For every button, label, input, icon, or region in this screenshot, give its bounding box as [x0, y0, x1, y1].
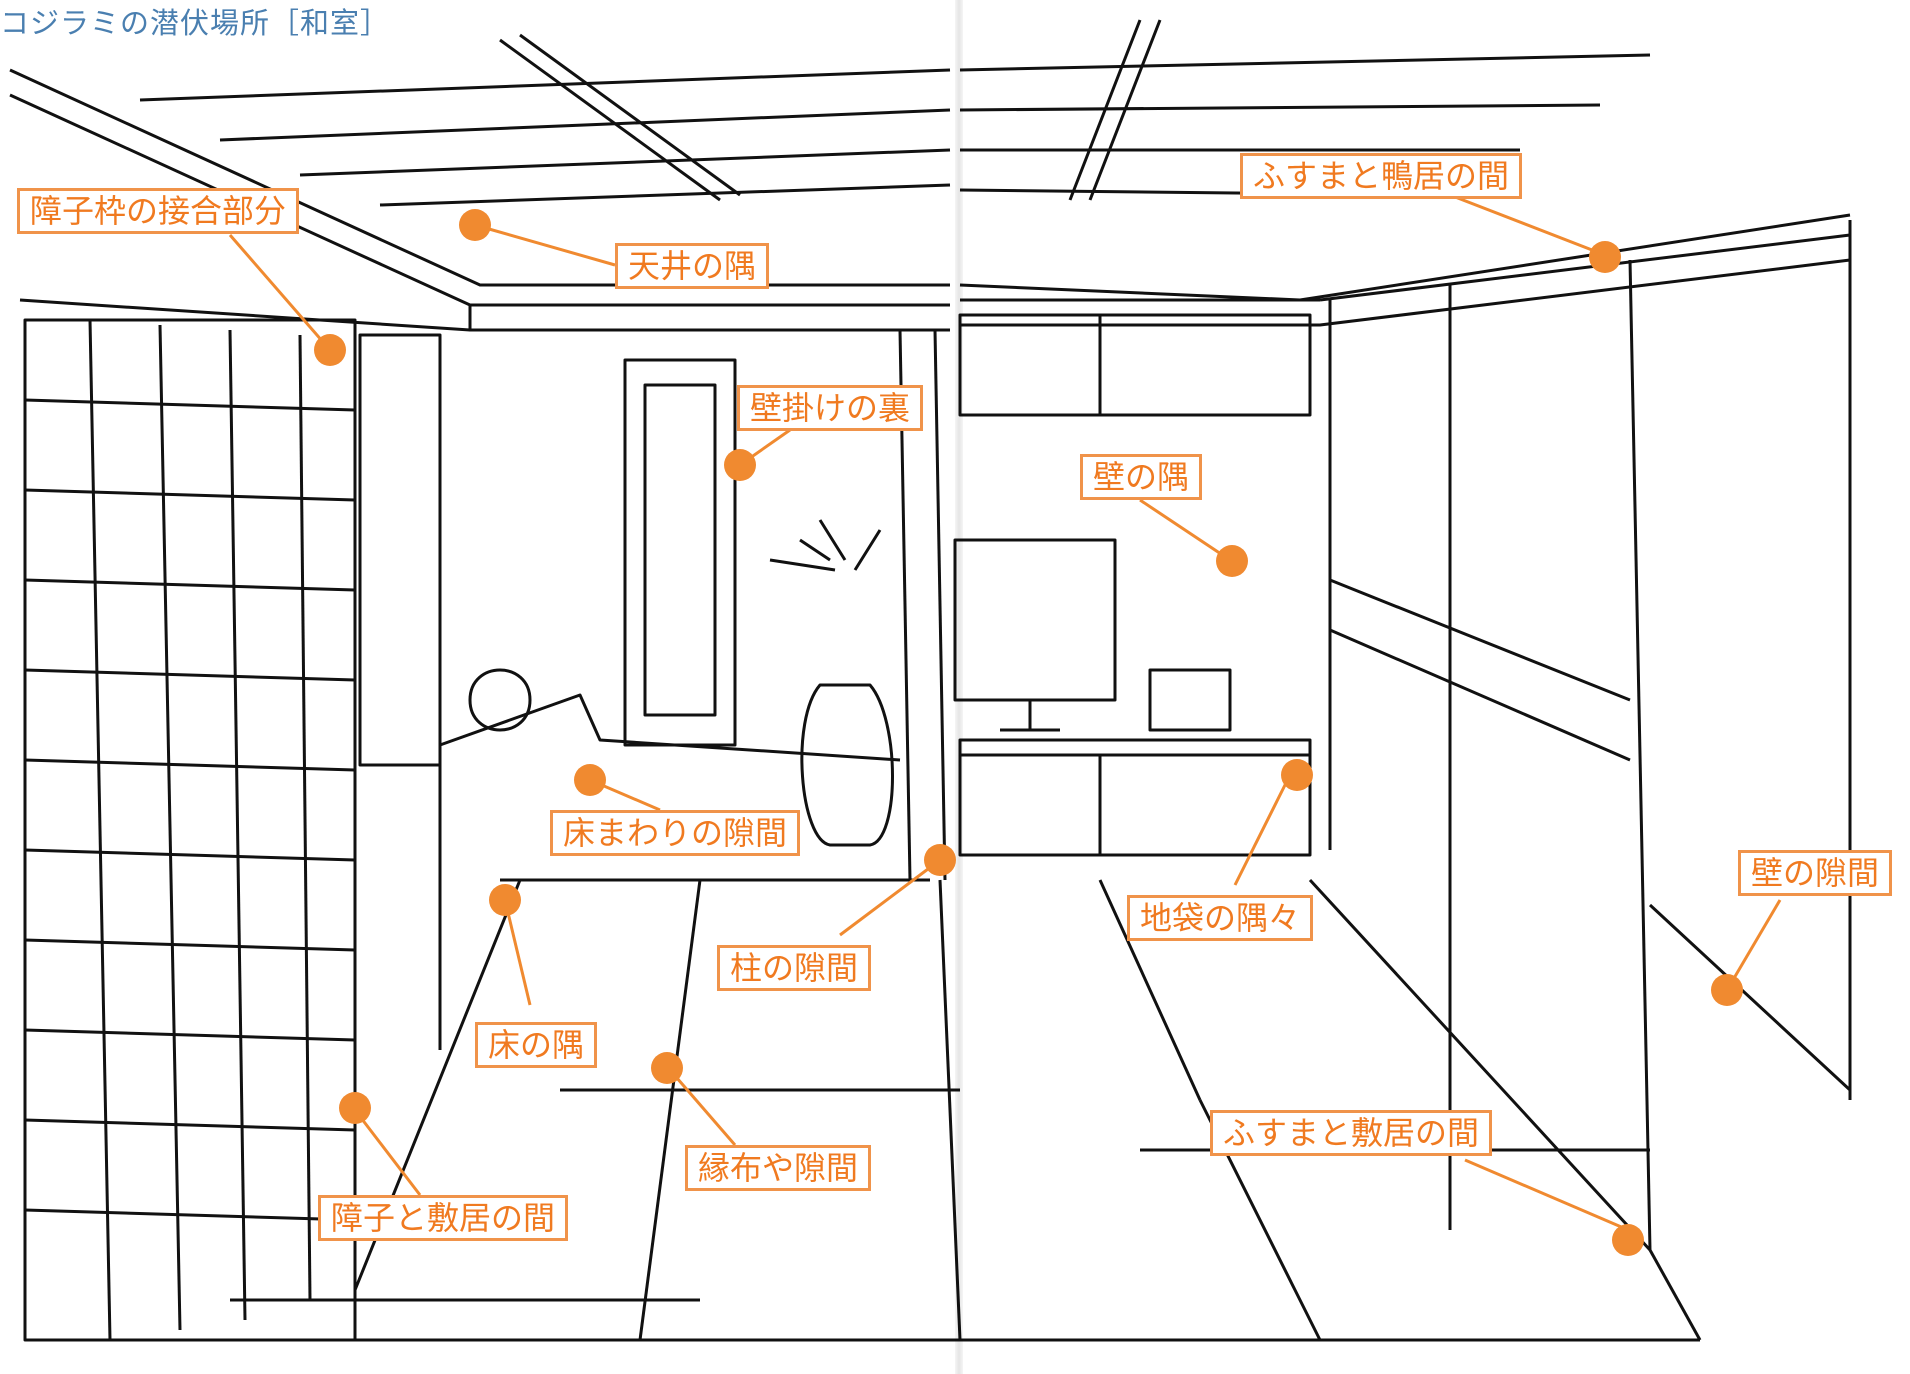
diagram-title: コジラミの潜伏場所［和室］ — [0, 6, 391, 40]
marker-shoji-joint — [314, 334, 346, 366]
marker-behind-hanging — [724, 449, 756, 481]
label-jibukuro-corners: 地袋の隅々 — [1127, 895, 1314, 941]
label-floor-corner: 床の隅 — [475, 1022, 598, 1068]
marker-pillar-gap — [924, 844, 956, 876]
marker-floor-corner — [489, 884, 521, 916]
marker-wall-gap — [1711, 974, 1743, 1006]
label-shoji-shikii: 障子と敷居の間 — [318, 1195, 569, 1241]
marker-tatami-border-gap — [651, 1052, 683, 1084]
marker-ceiling-corner — [459, 209, 491, 241]
label-behind-hanging: 壁掛けの裏 — [737, 385, 924, 431]
marker-fusuma-shikii — [1612, 1224, 1644, 1256]
label-shoji-joint: 障子枠の接合部分 — [17, 188, 300, 234]
marker-jibukuro-corners — [1281, 759, 1313, 791]
label-pillar-gap: 柱の隙間 — [717, 945, 872, 991]
label-fusuma-kamoi: ふすまと鴨居の間 — [1240, 153, 1523, 199]
label-ceiling-corner: 天井の隅 — [615, 243, 770, 289]
marker-shoji-shikii — [339, 1092, 371, 1124]
label-fusuma-shikii: ふすまと敷居の間 — [1210, 1110, 1493, 1156]
marker-fusuma-kamoi — [1589, 241, 1621, 273]
label-wall-gap: 壁の隙間 — [1738, 850, 1893, 896]
marker-floor-edge-gap — [574, 764, 606, 796]
label-tatami-border-gap: 縁布や隙間 — [685, 1145, 872, 1191]
page-crease — [955, 0, 963, 1374]
marker-wall-corner — [1216, 545, 1248, 577]
label-wall-corner: 壁の隅 — [1080, 454, 1203, 500]
label-floor-edge-gap: 床まわりの隙間 — [550, 810, 801, 856]
